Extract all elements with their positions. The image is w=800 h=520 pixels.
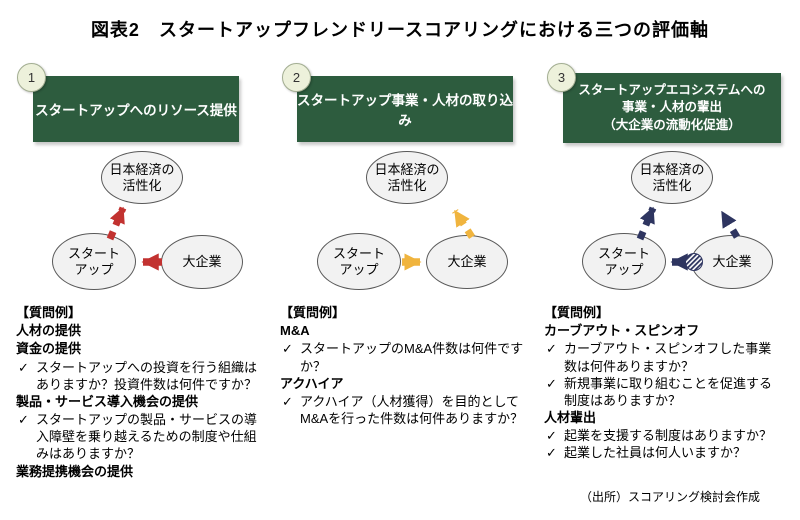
question-text: 起業した社員は何人いますか？ bbox=[564, 445, 747, 461]
question-text: スタートアップの製品・サービスの導入障壁を乗り越えるための制度や仕組みはあります… bbox=[36, 412, 258, 462]
column-spinout-output: 3 スタートアップエコシステムへの 事業・人材の輩出 （大企業の流動化促進） 日… bbox=[532, 63, 790, 481]
questions-label: 【質問例】 bbox=[544, 305, 610, 320]
check-icon: ✓ bbox=[18, 412, 29, 428]
column2-header: スタートアップ事業・人材の取り込み bbox=[297, 76, 513, 142]
column1-number-badge: 1 bbox=[17, 63, 46, 92]
node-large-company: 大企業 bbox=[161, 235, 243, 289]
question-heading: 人材輩出 bbox=[544, 410, 597, 425]
question-check-item: ✓ 起業を支援する制度はありますか？ bbox=[544, 427, 780, 444]
column3-questions: 【質問例】 カーブアウト・スピンオフ ✓ カーブアウト・スピンオフした事業数は何… bbox=[532, 304, 780, 462]
check-icon: ✓ bbox=[18, 359, 29, 375]
column2-number-badge: 2 bbox=[282, 63, 311, 92]
arrow-corp-to-economy-icon bbox=[718, 210, 741, 239]
node-startup: スタート アップ bbox=[317, 233, 401, 290]
question-heading: 資金の提供 bbox=[16, 341, 82, 357]
check-icon: ✓ bbox=[546, 375, 557, 391]
node-startup: スタート アップ bbox=[52, 233, 136, 290]
question-heading: カーブアウト・スピンオフ bbox=[544, 323, 700, 339]
question-heading: アクハイア bbox=[280, 375, 344, 391]
column1-diagram: 日本経済の 活性化 スタート アップ 大企業 bbox=[30, 149, 260, 297]
column3-diagram: 日本経済の 活性化 スタート アップ 大企業 bbox=[560, 149, 790, 297]
column2-header-wrap: 2 スタートアップ事業・人材の取り込み bbox=[274, 63, 532, 147]
question-check-item: ✓ スタートアップのM&A件数は何件ですか？ bbox=[280, 340, 524, 374]
source-note: （出所）スコアリング検討会作成 bbox=[579, 490, 760, 504]
question-text: スタートアップへの投資を行う組織はありますか？投資件数は何件ですか？ bbox=[36, 359, 258, 392]
figure-title: 図表2 スタートアップフレンドリースコアリングにおける三つの評価軸 bbox=[90, 20, 710, 40]
column-talent-absorption: 2 スタートアップ事業・人材の取り込み 日本経済の 活性化 スタート アップ 大… bbox=[274, 63, 532, 481]
question-heading: M&A bbox=[280, 323, 310, 339]
column3-header-wrap: 3 スタートアップエコシステムへの 事業・人材の輩出 （大企業の流動化促進） bbox=[532, 63, 790, 147]
node-japan-economy: 日本経済の 活性化 bbox=[101, 151, 183, 204]
check-icon: ✓ bbox=[546, 428, 557, 444]
node-large-company: 大企業 bbox=[691, 235, 773, 289]
arrow-startup-to-economy-icon bbox=[636, 206, 657, 241]
arrow-corp-to-economy-icon bbox=[452, 209, 475, 239]
node-startup: スタート アップ bbox=[582, 233, 666, 290]
question-heading: 人材の提供 bbox=[16, 323, 82, 339]
question-text: カーブアウト・スピンオフした事業数は何件ありますか？ bbox=[564, 341, 772, 374]
question-heading: 製品・サービス導入機会の提供 bbox=[16, 393, 199, 409]
column2-questions: 【質問例】 M&A ✓ スタートアップのM&A件数は何件ですか？ アクハイア ✓… bbox=[274, 304, 524, 427]
node-japan-economy: 日本経済の 活性化 bbox=[366, 151, 448, 204]
node-japan-economy: 日本経済の 活性化 bbox=[631, 151, 713, 204]
question-check-item: ✓ 新規事業に取り組むことを促進する制度はありますか？ bbox=[544, 375, 780, 409]
arrow-startup-to-economy-icon bbox=[106, 206, 127, 241]
check-icon: ✓ bbox=[282, 341, 293, 357]
column1-questions: 【質問例】 人材の提供 資金の提供 ✓ スタートアップへの投資を行う組織はありま… bbox=[12, 304, 268, 481]
column-resource-provision: 1 スタートアップへのリソース提供 日本経済の 活性化 スタート アップ 大企業 bbox=[12, 63, 274, 481]
check-icon: ✓ bbox=[546, 445, 557, 461]
question-text: 新規事業に取り組むことを促進する制度はありますか？ bbox=[564, 375, 773, 408]
question-check-item: ✓ カーブアウト・スピンオフした事業数は何件ありますか？ bbox=[544, 340, 780, 374]
column2-diagram: 日本経済の 活性化 スタート アップ 大企業 bbox=[295, 149, 525, 297]
column3-header: スタートアップエコシステムへの 事業・人材の輩出 （大企業の流動化促進） bbox=[563, 73, 781, 143]
question-check-item: ✓ スタートアップへの投資を行う組織はありますか？投資件数は何件ですか？ bbox=[16, 359, 268, 393]
columns-container: 1 スタートアップへのリソース提供 日本経済の 活性化 スタート アップ 大企業 bbox=[12, 63, 790, 481]
question-heading: 業務提携機会の提供 bbox=[16, 463, 134, 479]
question-text: 起業を支援する制度はありますか？ bbox=[564, 428, 773, 444]
question-check-item: ✓ アクハイア（人材獲得）を目的としてM&Aを行った件数は何件ありますか？ bbox=[280, 393, 524, 427]
question-text: アクハイア（人材獲得）を目的としてM&Aを行った件数は何件ありますか？ bbox=[300, 393, 524, 427]
node-large-company: 大企業 bbox=[426, 235, 508, 289]
question-check-item: ✓ 起業した社員は何人いますか？ bbox=[544, 444, 780, 461]
questions-label: 【質問例】 bbox=[16, 305, 82, 320]
check-icon: ✓ bbox=[282, 393, 293, 409]
questions-label: 【質問例】 bbox=[280, 305, 346, 320]
question-text: スタートアップのM&A件数は何件ですか？ bbox=[300, 341, 524, 374]
question-check-item: ✓ スタートアップの製品・サービスの導入障壁を乗り越えるための制度や仕組みはあり… bbox=[16, 411, 268, 462]
column1-header-wrap: 1 スタートアップへのリソース提供 bbox=[12, 63, 274, 147]
column1-header: スタートアップへのリソース提供 bbox=[33, 76, 239, 142]
column3-number-badge: 3 bbox=[547, 63, 576, 92]
check-icon: ✓ bbox=[546, 341, 557, 357]
